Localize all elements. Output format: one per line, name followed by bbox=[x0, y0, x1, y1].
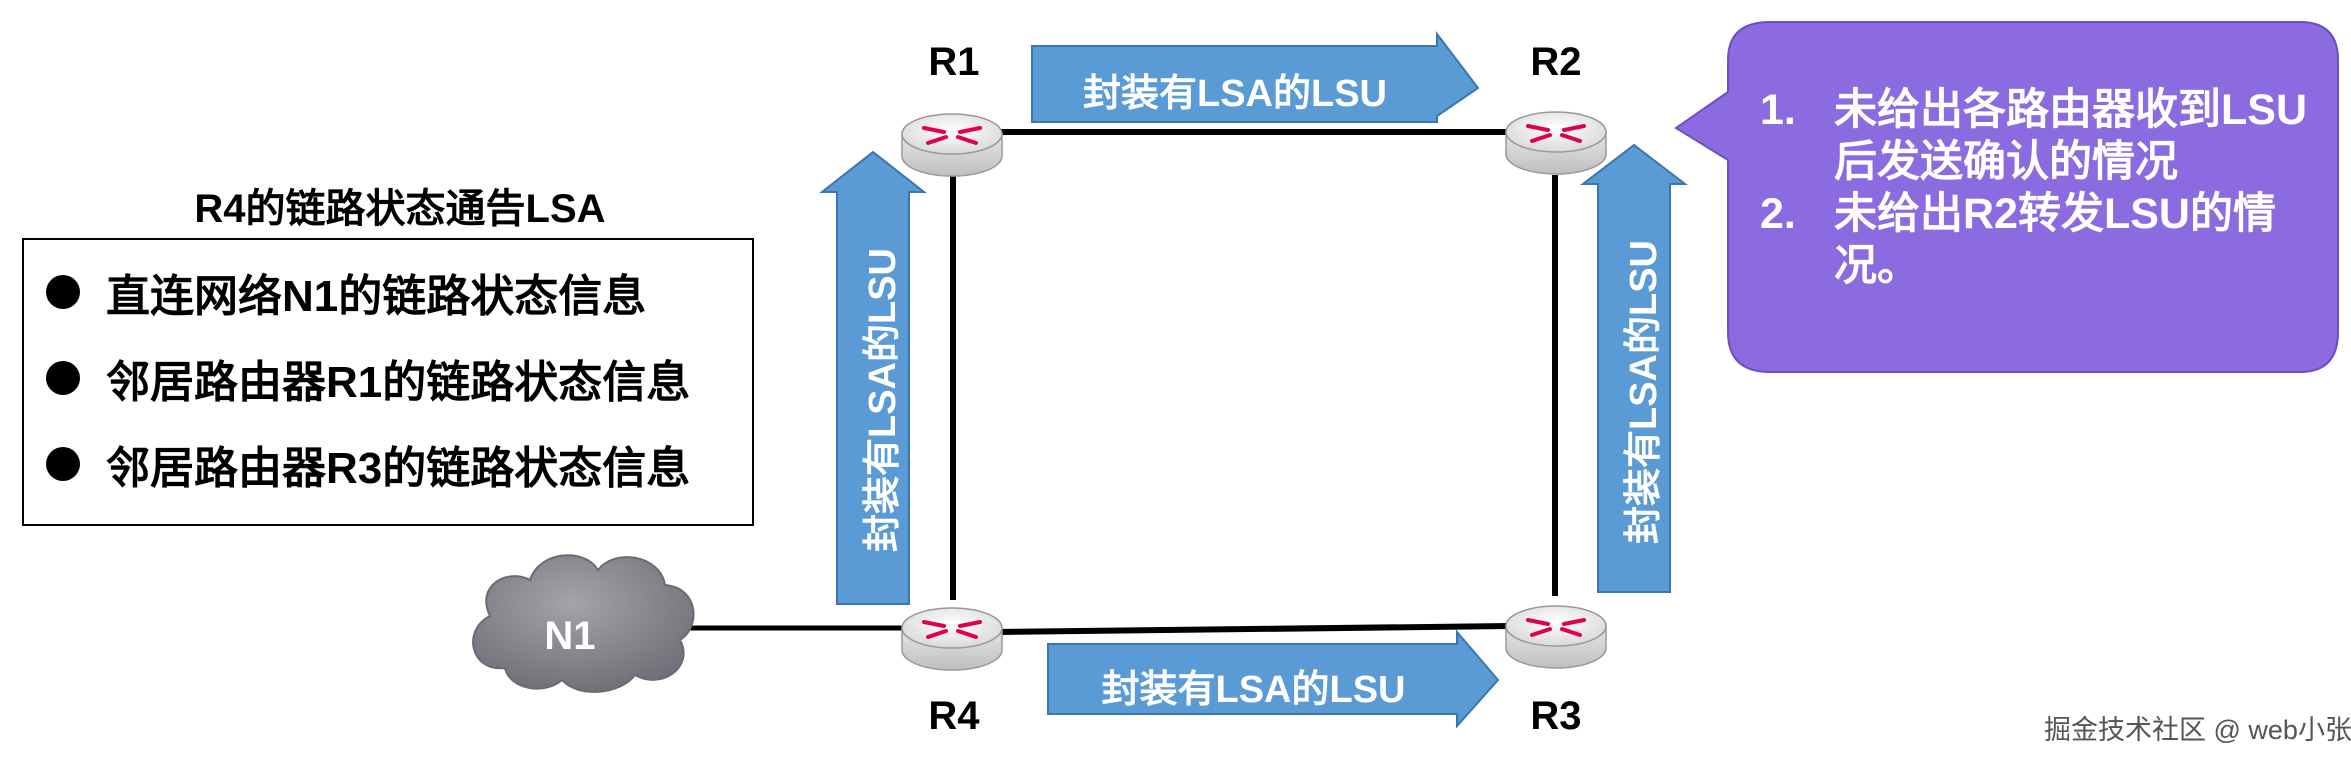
arrow-right-lsu bbox=[1580, 143, 1688, 593]
arrow-left-lsu bbox=[819, 150, 927, 605]
callout-list: 1. 未给出各路由器收到LSU后发送确认的情况 2. 未给出R2转发LSU的情况… bbox=[1760, 84, 2320, 292]
router-r4-icon bbox=[901, 607, 1003, 671]
arrow-bottom-label: 封装有LSA的LSU bbox=[1101, 669, 1406, 711]
router-label-r4: R4 bbox=[928, 694, 980, 738]
callout-item: 1. 未给出各路由器收到LSU后发送确认的情况 bbox=[1760, 84, 2320, 188]
arrow-left-label: 封装有LSA的LSU bbox=[862, 248, 904, 553]
lsa-item: 邻居路由器R1的链路状态信息 bbox=[46, 348, 690, 408]
arrow-right-label: 封装有LSA的LSU bbox=[1623, 240, 1665, 545]
callout-item: 2. 未给出R2转发LSU的情况。 bbox=[1760, 188, 2320, 292]
network-label-n1: N1 bbox=[544, 614, 596, 658]
callout-item-text: 未给出R2转发LSU的情况。 bbox=[1834, 190, 2276, 290]
callout-item-text: 未给出各路由器收到LSU后发送确认的情况 bbox=[1834, 86, 2307, 186]
router-r2-icon bbox=[1505, 111, 1607, 175]
lsa-item-text: 邻居路由器R3的链路状态信息 bbox=[106, 444, 691, 493]
lsa-panel: 直连网络N1的链路状态信息 邻居路由器R1的链路状态信息 邻居路由器R3的链路状… bbox=[22, 238, 754, 526]
bullet-icon bbox=[46, 361, 80, 395]
arrow-top-label: 封装有LSA的LSU bbox=[1082, 73, 1387, 115]
lsa-item-text: 邻居路由器R1的链路状态信息 bbox=[106, 358, 691, 407]
arrow-bottom-lsu bbox=[1047, 629, 1500, 729]
bullet-icon bbox=[46, 275, 80, 309]
router-label-r2: R2 bbox=[1530, 40, 1582, 84]
router-r3-icon bbox=[1505, 605, 1607, 669]
network-cloud-n1 bbox=[472, 554, 695, 693]
bullet-icon bbox=[46, 447, 80, 481]
callout-item-number: 1. bbox=[1760, 86, 1796, 134]
lsa-item: 直连网络N1的链路状态信息 bbox=[46, 262, 646, 322]
link-r4-r3 bbox=[997, 623, 1511, 635]
router-label-r1: R1 bbox=[928, 40, 980, 84]
router-r1-icon bbox=[901, 113, 1003, 177]
callout-bubble bbox=[1674, 21, 2339, 373]
lsa-panel-title: R4的链路状态通告LSA bbox=[194, 187, 606, 231]
lsa-item: 邻居路由器R3的链路状态信息 bbox=[46, 434, 690, 494]
watermark: 掘金技术社区 @ web小张 bbox=[2044, 715, 2351, 745]
arrow-top-lsu bbox=[1031, 31, 1480, 123]
lsa-item-text: 直连网络N1的链路状态信息 bbox=[106, 272, 647, 321]
callout-item-number: 2. bbox=[1760, 190, 1796, 238]
router-label-r3: R3 bbox=[1530, 694, 1582, 738]
